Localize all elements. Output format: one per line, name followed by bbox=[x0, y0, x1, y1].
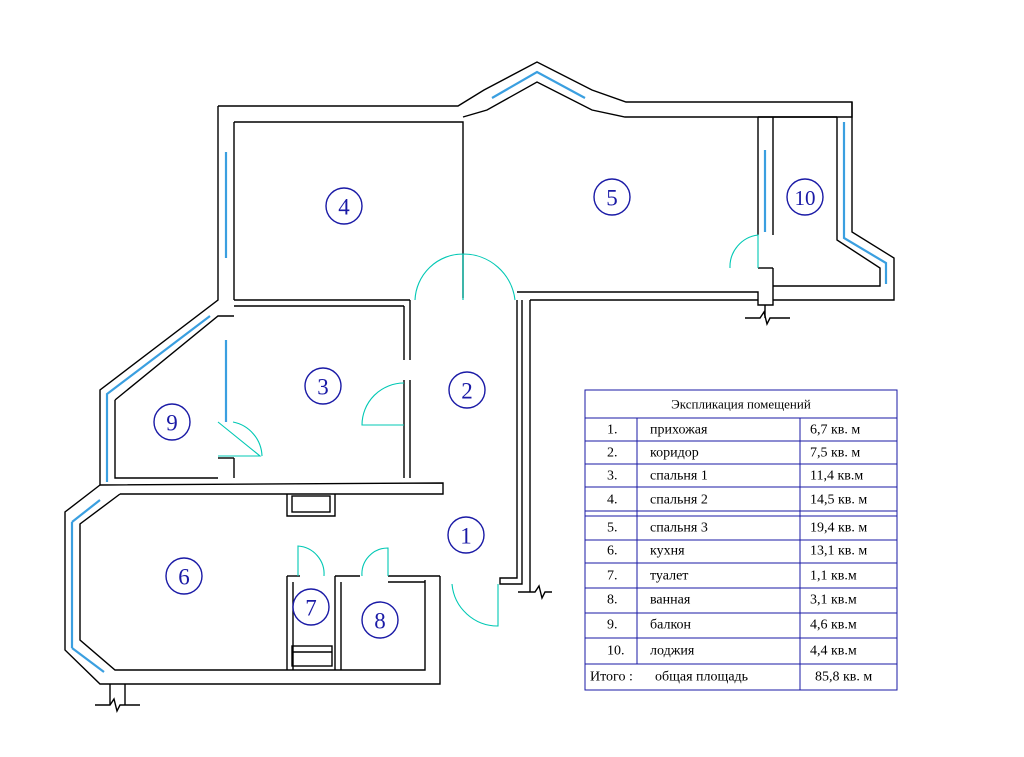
svg-text:5: 5 bbox=[606, 186, 618, 211]
svg-text:3: 3 bbox=[317, 375, 329, 400]
room-label-5: 5 bbox=[593, 178, 631, 216]
room-label-10: 10 bbox=[786, 178, 824, 216]
svg-text:2: 2 bbox=[461, 379, 473, 404]
row-num: 5. bbox=[607, 521, 618, 536]
svg-text:8: 8 bbox=[374, 609, 386, 634]
explication-table: Экспликация помещений 1. прихожая 6,7 кв… bbox=[584, 389, 898, 691]
row-name: ванная bbox=[650, 593, 691, 608]
room-label-8: 8 bbox=[361, 601, 399, 639]
row-num: 2. bbox=[607, 446, 618, 461]
svg-text:6: 6 bbox=[178, 565, 190, 590]
row-area: 14,5 кв. м bbox=[810, 493, 867, 508]
row-name: спальня 1 bbox=[650, 469, 708, 484]
row-num: 7. bbox=[607, 569, 618, 584]
svg-text:7: 7 bbox=[305, 596, 317, 621]
room-labels: 1 2 3 4 5 6 7 8 9 10 bbox=[153, 178, 824, 639]
svg-text:4: 4 bbox=[338, 195, 350, 220]
row-name: туалет bbox=[650, 569, 688, 584]
total-label: Итого : bbox=[590, 670, 633, 685]
row-name: балкон bbox=[650, 618, 692, 633]
row-name: коридор bbox=[650, 446, 699, 461]
row-name: прихожая bbox=[650, 423, 708, 438]
room-label-2: 2 bbox=[448, 371, 486, 409]
row-area: 6,7 кв. м bbox=[810, 423, 860, 438]
row-area: 7,5 кв. м bbox=[810, 446, 860, 461]
room-label-9: 9 bbox=[153, 403, 191, 441]
row-num: 1. bbox=[607, 423, 618, 438]
row-num: 4. bbox=[607, 493, 618, 508]
room-label-3: 3 bbox=[304, 367, 342, 405]
room-label-4: 4 bbox=[325, 187, 363, 225]
row-area: 13,1 кв. м bbox=[810, 544, 867, 559]
walls bbox=[64, 61, 895, 714]
row-area: 1,1 кв.м bbox=[810, 569, 857, 584]
row-area: 4,6 кв.м bbox=[810, 618, 857, 633]
row-num: 10. bbox=[607, 644, 625, 659]
windows bbox=[70, 70, 888, 673]
svg-text:1: 1 bbox=[460, 524, 472, 549]
room-label-7: 7 bbox=[292, 588, 330, 626]
row-area: 19,4 кв. м bbox=[810, 521, 867, 536]
room-label-6: 6 bbox=[165, 557, 203, 595]
total-name: общая площадь bbox=[655, 670, 748, 685]
row-area: 4,4 кв.м bbox=[810, 644, 857, 659]
row-name: кухня bbox=[650, 544, 685, 559]
room-label-1: 1 bbox=[447, 516, 485, 554]
row-num: 9. bbox=[607, 618, 618, 633]
row-num: 6. bbox=[607, 544, 618, 559]
row-name: лоджия bbox=[650, 644, 695, 659]
svg-text:9: 9 bbox=[166, 411, 178, 436]
doors bbox=[217, 234, 759, 627]
row-area: 11,4 кв.м bbox=[810, 469, 863, 484]
row-name: спальня 2 bbox=[650, 493, 708, 508]
row-num: 8. bbox=[607, 593, 618, 608]
svg-text:10: 10 bbox=[795, 186, 816, 210]
row-area: 3,1 кв.м bbox=[810, 593, 857, 608]
row-num: 3. bbox=[607, 469, 618, 484]
row-name: спальня 3 bbox=[650, 521, 708, 536]
total-area: 85,8 кв. м bbox=[815, 670, 872, 685]
table-title: Экспликация помещений bbox=[671, 397, 811, 412]
